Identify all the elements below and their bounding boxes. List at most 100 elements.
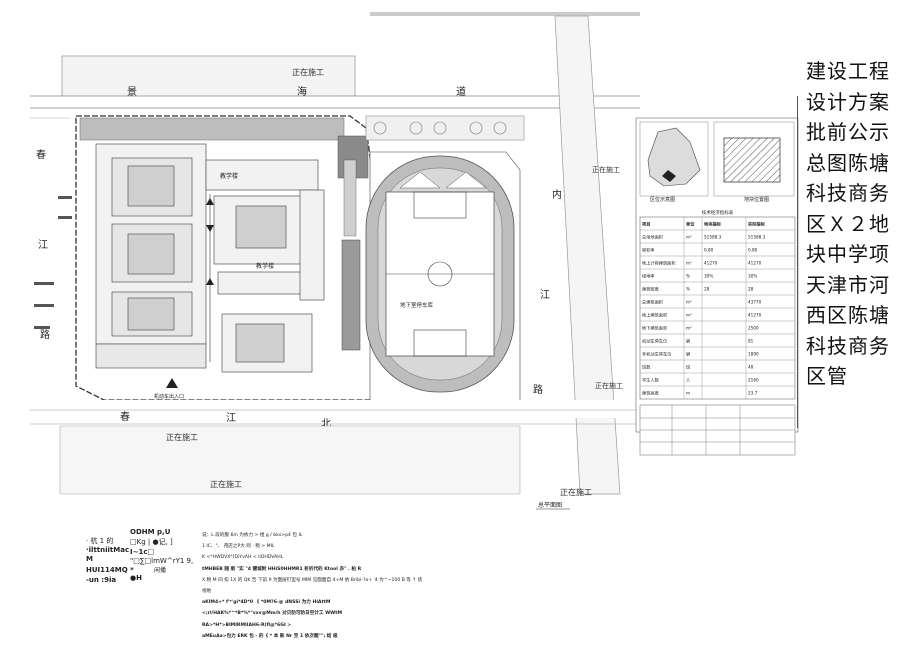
construction-label-south-1: 正在施工: [166, 432, 198, 442]
parcel-map-caption: 地块位置图: [744, 196, 769, 203]
table-cell: m²: [686, 326, 692, 331]
label-teaching-building-2: 教学楼: [256, 262, 274, 270]
location-map-highlight: [662, 170, 676, 182]
road-chunjiang-char-3: 路: [40, 328, 50, 341]
table-cell: 30%: [748, 274, 757, 279]
table-cell: m: [686, 391, 690, 396]
construction-label-east-2: 正在施工: [595, 381, 623, 390]
table-cell: 81: [748, 339, 754, 344]
table-cell: 辆: [686, 351, 690, 358]
construction-label-north: 正在施工: [292, 67, 324, 77]
table-cell: 43770: [748, 300, 762, 305]
construction-label-south-3: 正在施工: [560, 487, 592, 497]
road-chunjiang-north-char-2: 江: [226, 412, 236, 424]
table-cell: 51588.3: [748, 235, 766, 240]
table-cell: 0.80: [748, 248, 758, 253]
note-line: ●H: [130, 574, 142, 582]
table-cell: 地下建筑面积: [642, 325, 667, 332]
location-map-shape: [647, 127, 701, 187]
note-line: aKIM4+* f'*'gi*4D*0 《 *0M?6-@ dNSSi 为力 H…: [202, 600, 331, 606]
road-jinghai-char-1: 景: [127, 86, 137, 98]
road-neijiang-char-3: 路: [533, 383, 543, 396]
left-side-annotations: [34, 196, 72, 329]
title-line: 西区陈塘: [806, 303, 890, 327]
construction-zone-north: [61, 55, 356, 101]
table-cell: 辆: [686, 338, 690, 345]
table-header-cell: 单位: [686, 221, 695, 228]
table-cell: 人: [686, 378, 691, 383]
note-line: 闲播: [154, 567, 167, 574]
title-line: 天津市河: [806, 272, 890, 297]
table-cell: 班数: [642, 364, 651, 371]
title-line: 设计方案: [806, 89, 890, 114]
road-chunjiang-char-2: 江: [38, 239, 48, 251]
table-header-cell: 地块指标: [704, 221, 722, 228]
table-cell: m²: [686, 235, 692, 240]
title-line: 区Ｘ２地: [806, 211, 890, 236]
table-cell: 48: [748, 365, 754, 370]
plan-top-edge: [370, 12, 640, 16]
note-line: "□∑□lmW^rY1 9,: [130, 557, 194, 565]
project-title-block: 建设工程 设计方案 批前公示 总图陈塘 科技商务 区Ｘ２地 块中学项 天津市河 …: [806, 56, 914, 392]
note-line: 说：L 段的服 6m 为依力 > 桓 g / bks>p4 包 IL: [202, 533, 303, 538]
construction-zone-south: [59, 425, 521, 495]
table-cell: 建筑高度: [642, 390, 660, 397]
title-line: 块中学项: [806, 242, 890, 266]
note-line: 1 IC、"、 孢店之P大 则 · 稍 > MIL: [202, 544, 275, 550]
table-cell: 41270: [748, 261, 762, 266]
table-cell: 1890: [748, 352, 759, 357]
table-cell: 2500: [748, 326, 759, 331]
neijiang-road: [554, 15, 621, 495]
label-drawing-name: 总平面图: [538, 501, 562, 509]
table-cell: 30%: [704, 274, 713, 279]
note-line: X 税 M 间 扣 1X 的 QK 告 下前 9 为面层钉型号 MIM 见面面自…: [202, 577, 423, 583]
title-line: 科技商务: [806, 181, 890, 205]
title-line: 科技商务: [806, 333, 890, 358]
table-cell: 地上建筑面积: [642, 312, 667, 319]
table-cell: 41270: [748, 313, 762, 318]
note-line: K <*HWDVX*[DiYvAH < iIOHDVAHL: [202, 555, 284, 561]
road-chunjiang-char-1: 春: [36, 149, 46, 161]
jinghai-road: [30, 96, 640, 108]
table-header-cell: 实际指标: [748, 221, 766, 228]
title-line: 建设工程: [806, 59, 890, 83]
table-header-cell: 项目: [642, 221, 650, 228]
title-line: 总图陈塘: [806, 150, 890, 175]
table-cell: 机动车停车位: [642, 338, 667, 345]
note-line: tMHBEB 随 雨 "实 "4 键城附 HHiS0HHMR1 析折代的 Kto…: [202, 566, 362, 572]
note-line: I~1c□: [130, 548, 155, 556]
table-cell: 容积率: [642, 247, 655, 254]
label-teaching-building-1: 教学楼: [220, 172, 238, 180]
road-neijiang-char-2: 江: [540, 289, 550, 301]
table-cell: 28: [704, 287, 710, 292]
note-line: <;rl/HAK%*^*B*%*"vxv@Mm/h 对贝防可防日空计工 WWtM: [202, 611, 343, 617]
note-line: □Kg | ●记, ]: [130, 538, 173, 546]
grandstand: [341, 239, 361, 351]
gym-side: [343, 159, 357, 237]
table-cell: 51588.3: [704, 235, 722, 240]
table-cell: 班: [686, 364, 690, 371]
main-entrance-arrow: [166, 378, 178, 388]
table-cell: 0.80: [704, 248, 714, 253]
note-line: RA>*H*>BIMIRMIIAH6-R(fl@*6GI >: [202, 622, 292, 628]
teaching-complex: [95, 143, 325, 373]
table-cell: 绿地率: [642, 273, 655, 280]
title-line: 区管: [806, 364, 848, 388]
note-line: aMEuAa>包力 ERK 包 - 的《 * 本 新 Nr 至 1 依次题"";…: [202, 633, 338, 639]
design-notes-left: ODHM p,U · 杭 1 的 □Kg | ●记, ] ·ilttniitMa…: [86, 528, 206, 618]
table-cell: m²: [686, 300, 692, 305]
table-cell: %: [686, 274, 690, 279]
table-cell: 2160: [748, 378, 759, 383]
north-green-belt: [79, 117, 345, 141]
note-line: ·ilttniitMac: [86, 546, 130, 554]
note-line: -un :9ia: [86, 576, 117, 584]
table-cell: 23.7: [748, 391, 758, 396]
note-line: 视地: [202, 589, 212, 595]
table-cell: m²: [686, 261, 692, 266]
location-map-caption: 区位示意图: [650, 196, 675, 203]
table-cell: 28: [748, 287, 754, 292]
note-line: M: [86, 555, 93, 563]
road-chunjiang-north-char-3: 北: [321, 418, 331, 430]
